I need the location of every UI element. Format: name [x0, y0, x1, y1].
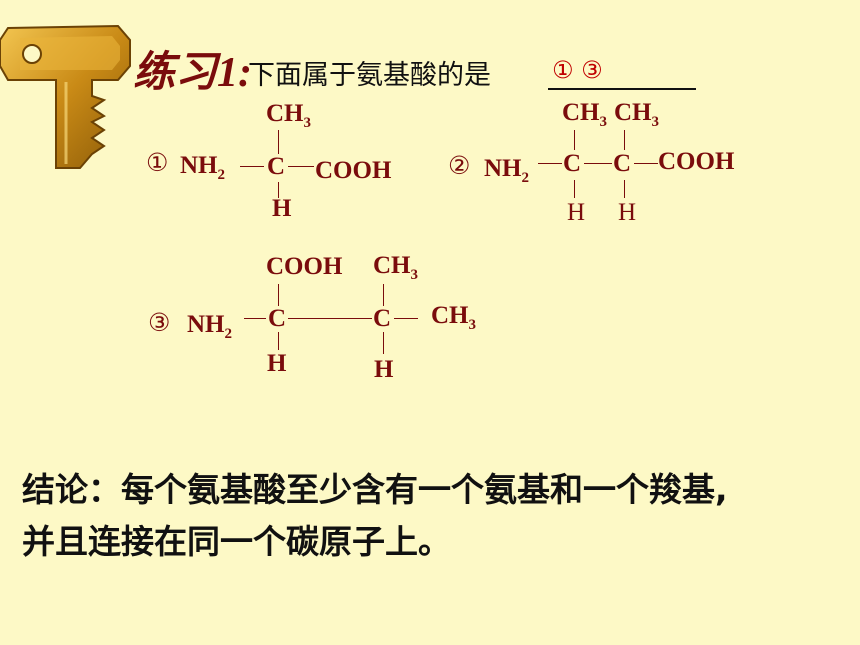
bond: [624, 180, 625, 198]
structure-3-top-group-2: CH3: [373, 252, 418, 283]
structure-1-carboxyl-group: COOH: [315, 157, 392, 184]
structure-3-right-group: CH3: [431, 302, 476, 333]
structure-3-number: ③: [148, 308, 171, 337]
bond: [394, 318, 418, 319]
bond: [574, 180, 575, 198]
structure-2-carbon-2: C: [613, 150, 632, 177]
bond: [288, 166, 314, 167]
conclusion-line-1: 结论：每个氨基酸至少含有一个氨基和一个羧基,: [22, 470, 728, 509]
bond: [244, 318, 266, 319]
bond: [240, 166, 264, 167]
bond: [383, 284, 384, 306]
structure-2-bottom-h-1: H: [567, 199, 586, 226]
bond: [538, 163, 562, 164]
structure-3-amino-group: NH2: [187, 311, 232, 342]
bond: [278, 284, 279, 306]
bond: [624, 130, 625, 150]
structure-3-bottom-h-1: H: [267, 350, 287, 377]
structure-2-number: ②: [448, 151, 471, 180]
structure-2-carbon-1: C: [563, 150, 582, 177]
conclusion: 结论：每个氨基酸至少含有一个氨基和一个羧基, 并且连接在同一个碳原子上。: [22, 464, 728, 568]
structure-1-alpha-carbon: C: [267, 153, 286, 180]
bond: [278, 182, 279, 198]
bond: [634, 163, 658, 164]
structure-2-amino-group: NH2: [484, 155, 529, 186]
structure-3-bottom-h-2: H: [374, 356, 394, 383]
structure-2-top-group-1: CH3: [562, 99, 607, 130]
bond: [383, 332, 384, 354]
bond: [278, 130, 279, 154]
answer-blank-line: [548, 88, 696, 90]
structure-1-top-group: CH3: [266, 100, 311, 131]
bond: [278, 332, 279, 350]
structure-1-amino-group: NH2: [180, 152, 225, 183]
structure-3-carboxyl-group: COOH: [266, 253, 343, 280]
structure-3-alpha-carbon: C: [268, 305, 287, 332]
bond: [288, 318, 372, 319]
structure-1-number: ①: [146, 148, 169, 177]
exercise-label: 练习1:: [133, 50, 252, 96]
bond: [584, 163, 612, 164]
structure-2-bottom-h-2: H: [618, 199, 637, 226]
structure-3-carbon-2: C: [373, 305, 392, 332]
bond: [574, 130, 575, 150]
structure-2-carboxyl-group: COOH: [658, 148, 735, 175]
key-icon: [0, 24, 131, 169]
answer-text: ① ③: [552, 56, 603, 84]
structure-1-bottom-h: H: [272, 195, 292, 222]
question-text: 下面属于氨基酸的是: [248, 60, 491, 91]
conclusion-line-2: 并且连接在同一个碳原子上。: [22, 522, 451, 561]
structure-2-top-group-2: CH3: [614, 99, 659, 130]
